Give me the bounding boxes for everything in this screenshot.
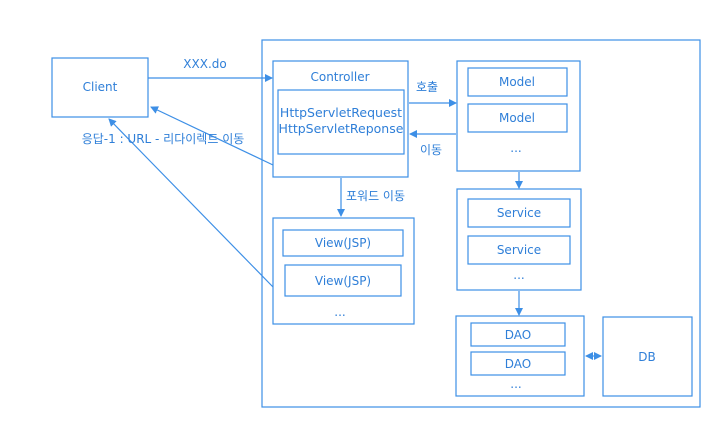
client-box <box>51 57 149 118</box>
dao-label-2: DAO <box>505 357 531 371</box>
model-label-1: Model <box>499 75 535 89</box>
service-box-1 <box>467 198 571 228</box>
servlet-box <box>277 89 405 155</box>
redirect-arrow-controller <box>150 106 274 166</box>
redirect-label: 응답-1 : URL - 리다이렉트 이동 <box>82 132 245 146</box>
model-label-2: Model <box>499 111 535 125</box>
request-label: XXX.do <box>183 57 226 71</box>
view-more: ... <box>334 305 345 319</box>
service-label-1: Service <box>497 206 541 220</box>
dao-label-1: DAO <box>505 328 531 342</box>
model-box-1 <box>467 67 568 97</box>
dao-more: ... <box>510 377 521 391</box>
service-label-2: Service <box>497 243 541 257</box>
dao-box-2 <box>470 351 566 376</box>
client-label: Client <box>83 80 118 94</box>
dao-box-1 <box>470 322 566 347</box>
servlet-request-label: HttpServletRequest <box>280 105 402 120</box>
forward-label: 포워드 이동 <box>346 189 405 203</box>
response-arrow-view <box>108 118 274 288</box>
db-label: DB <box>638 350 655 364</box>
controller-label: Controller <box>310 70 369 84</box>
return-label: 이동 <box>420 143 442 157</box>
view-label-1: View(JSP) <box>315 236 371 250</box>
view-box-2 <box>284 264 402 297</box>
view-box-1 <box>282 229 404 257</box>
servlet-response-label: HttpServletReponse <box>279 121 404 136</box>
call-label: 호출 <box>416 80 438 94</box>
model-more: ... <box>510 141 521 155</box>
view-label-2: View(JSP) <box>315 274 371 288</box>
service-more: ... <box>513 268 524 282</box>
model-box-2 <box>467 103 568 133</box>
service-box-2 <box>467 235 571 265</box>
db-box <box>602 316 693 397</box>
